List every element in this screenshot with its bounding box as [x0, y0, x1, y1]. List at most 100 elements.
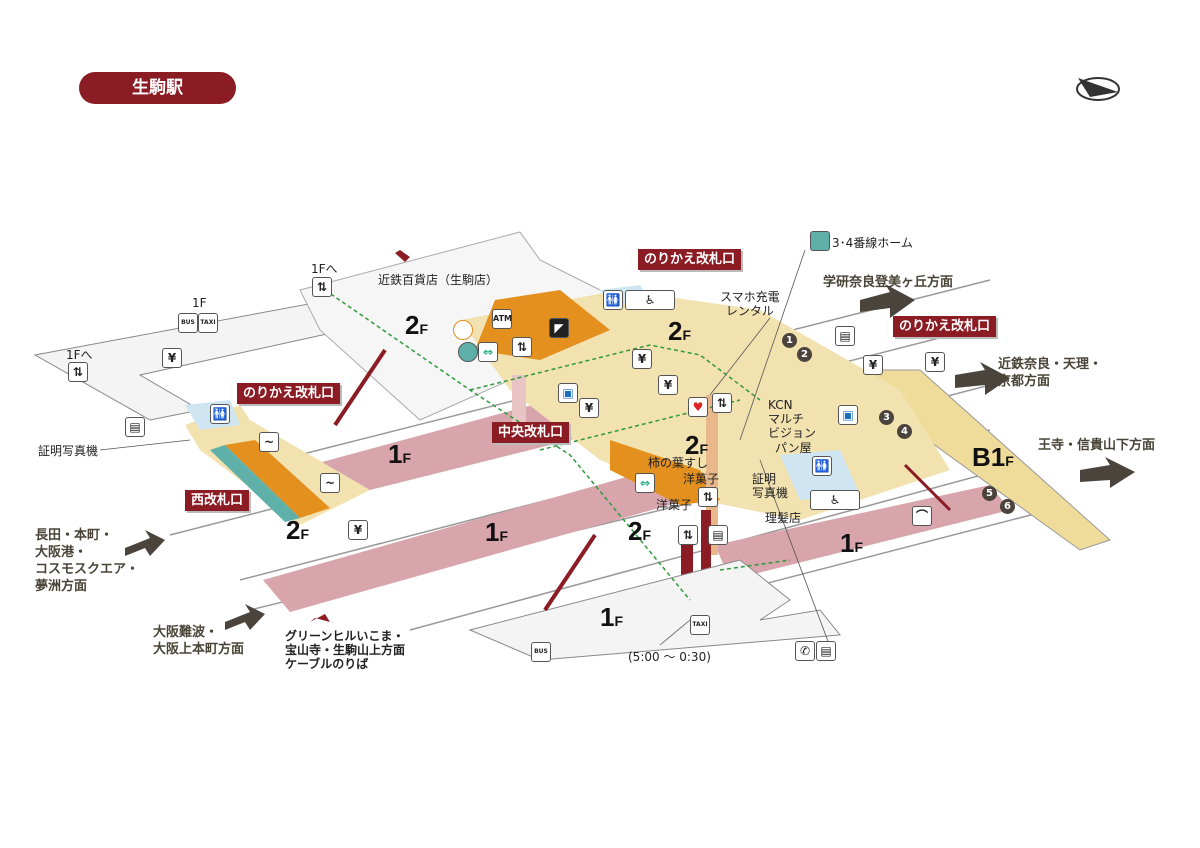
floor-label: 1F	[600, 602, 624, 632]
direction-nagata: 長田・本町・大阪港・コスモスクエア・夢洲方面	[35, 528, 140, 594]
arrow-namba	[225, 604, 265, 630]
arrow-cable	[310, 614, 330, 622]
coin-locker-icon: ▤	[125, 417, 145, 437]
compass-icon	[1076, 77, 1120, 101]
train-platform-icon	[458, 342, 478, 362]
atm-yen-icon: ¥	[863, 355, 883, 375]
platform-34-label: 3･4番線ホーム	[832, 236, 913, 250]
atm-yen-icon: ¥	[579, 398, 599, 418]
sweets-label: 洋菓子	[656, 498, 693, 512]
sweets-label: 洋菓子	[683, 472, 720, 486]
elevator-icon: ⇅	[712, 393, 732, 413]
leader-lines	[99, 249, 836, 661]
shopping-bag-icon: ▣	[838, 405, 858, 425]
coin-locker-icon: ▤	[835, 326, 855, 346]
elevator-icon: ⇅	[678, 525, 698, 545]
gate-transfer-center[interactable]: のりかえ改札口	[638, 249, 742, 270]
coin-locker-icon: ▤	[708, 525, 728, 545]
direction-gakken: 学研奈良登美ヶ丘方面	[823, 275, 954, 290]
dept-store-label[interactable]: 近鉄百貨店（生駒店）	[378, 273, 499, 287]
barber-label: 理髪店	[765, 511, 802, 525]
atm-yen-icon: ¥	[348, 520, 368, 540]
west-teal	[210, 445, 300, 522]
photo-booth-label: 証明写真機	[38, 444, 99, 458]
elevator-icon: ⇅	[312, 277, 332, 297]
arrow-gakken	[860, 284, 915, 318]
toilet-icon: 🚻	[812, 456, 832, 476]
direction-nara: 近鉄奈良・天理・京都方面	[998, 357, 1103, 389]
wheelchair-icon: ♿	[625, 290, 675, 310]
station-title: 生駒駅	[79, 72, 236, 104]
lost-and-found-icon	[453, 320, 473, 340]
kakinoha-label: 柿の葉すし	[648, 456, 709, 470]
escalator	[333, 348, 387, 427]
arrow-dept	[395, 250, 410, 262]
drinking-fountain-icon: ⌒	[912, 506, 932, 526]
toilet-icon: 🚻	[603, 290, 623, 310]
lower-deck	[468, 559, 841, 661]
escalator	[903, 463, 952, 512]
elevator-icon: ⇅	[512, 337, 532, 357]
gate-central[interactable]: 中央改札口	[492, 422, 570, 443]
info-display-icon: ⇔	[635, 473, 655, 493]
floor-label: 1F	[485, 517, 509, 547]
platform-number: 2	[797, 347, 812, 362]
phone-icon: ✆	[795, 641, 815, 661]
floor-label: 2F	[668, 316, 692, 346]
atm-yen-icon: ¥	[925, 352, 945, 372]
platform-number: 3	[879, 410, 894, 425]
ticket-office-icon: ◤	[549, 318, 569, 338]
floor-label: 2F	[628, 516, 652, 546]
west-shop	[225, 440, 330, 518]
atm-yen-icon: ¥	[632, 349, 652, 369]
atm-yen-icon: ¥	[658, 375, 678, 395]
direction-oji: 王寺・信貴山下方面	[1038, 438, 1156, 453]
arrow-nagata	[125, 530, 165, 556]
direction-namba: 大阪難波・大阪上本町方面	[153, 625, 245, 657]
bus-icon: BUS	[178, 313, 198, 333]
hours-label: (5:00 〜 0:30)	[628, 650, 711, 664]
taxi-icon: TAXI	[198, 313, 218, 333]
gate-transfer-left[interactable]: のりかえ改札口	[237, 383, 341, 404]
escalator	[543, 533, 597, 612]
shopping-bag-icon: ▣	[558, 383, 578, 403]
smoking-area-icon: ~	[259, 432, 279, 452]
platform-number: 6	[1000, 499, 1015, 514]
elevator-shaft	[512, 375, 526, 435]
phone-charge-label: スマホ充電レンタル	[720, 290, 780, 318]
direction-cable: グリーンヒルいこま・宝山寺・生駒山上方面ケーブルのりば	[285, 629, 406, 671]
elevator-shaft	[701, 510, 711, 570]
smoking-area-icon: ~	[320, 473, 340, 493]
floor-label: 1F	[840, 528, 864, 558]
gate-transfer-right[interactable]: のりかえ改札口	[893, 316, 997, 337]
floor-label: 1F	[388, 439, 412, 469]
central-shop	[475, 290, 610, 360]
floor-label: B1F	[972, 442, 1014, 472]
photo-booth-label: 証明写真機	[752, 472, 789, 500]
floor-label: 2F	[286, 515, 310, 545]
wheelchair-icon: ♿	[810, 490, 860, 510]
floor-label: 2F	[685, 430, 709, 460]
elevator-icon: ⇅	[698, 487, 718, 507]
elevator-icon: ⇅	[68, 362, 88, 382]
kakinoha-shop	[610, 440, 720, 505]
bakery-label: パン屋	[775, 441, 812, 455]
bus-icon: BUS	[531, 642, 551, 662]
platform-number: 1	[782, 333, 797, 348]
platform-5-6	[715, 485, 1010, 580]
direction-arrows	[125, 250, 1135, 630]
to-1f-label: 1Fへ	[311, 262, 338, 276]
arrow-oji	[1080, 457, 1135, 488]
floor-label: 2F	[405, 310, 429, 340]
platform-number: 5	[982, 486, 997, 501]
atm-yen-icon: ¥	[162, 348, 182, 368]
taxi-icon: TAXI	[690, 615, 710, 635]
coin-locker-icon: ▤	[816, 641, 836, 661]
atm-icon: ATM	[492, 309, 512, 329]
bus-taxi-floor-label: 1F	[192, 296, 207, 310]
gate-west[interactable]: 西改札口	[185, 490, 250, 511]
toilet-icon: 🚻	[210, 404, 230, 424]
arrow-nara	[955, 362, 1010, 395]
platform-number: 4	[897, 424, 912, 439]
